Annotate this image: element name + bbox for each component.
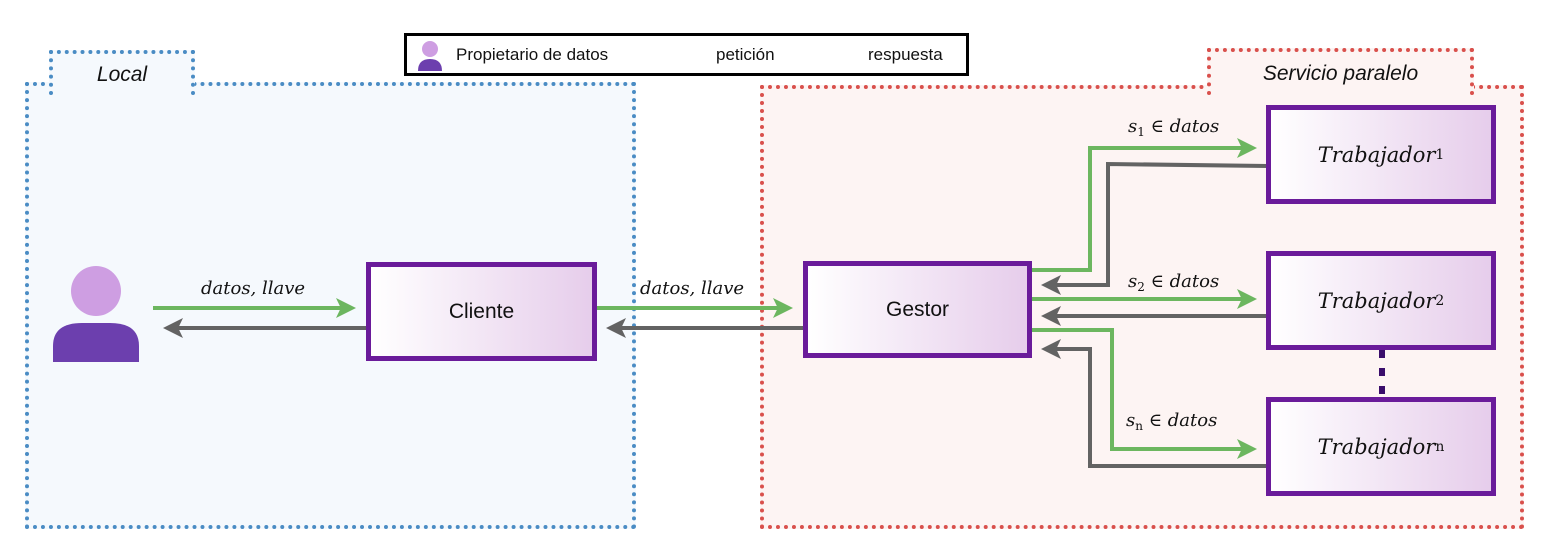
client-node: Cliente (366, 262, 597, 361)
manager-to-workern-request-arrow (1031, 328, 1257, 459)
worker2-edge-label: s2 ∈ datos (1128, 271, 1220, 294)
person-icon (418, 41, 442, 71)
data-owner-icon (53, 266, 139, 362)
worker-n-name: Trabajador (1317, 434, 1436, 459)
workern-to-manager-response-arrow (1041, 339, 1268, 468)
local-region-label: Local (49, 50, 195, 95)
legend-response-label: respuesta (868, 45, 943, 64)
client-manager-edge-label: datos, llave (640, 278, 745, 299)
worker1-to-manager-response-arrow (1041, 161, 1269, 295)
manager-to-worker1-request-arrow (1031, 138, 1257, 272)
worker-1-name: Trabajador (1317, 142, 1436, 167)
worker1-edge-label: s1 ∈ datos (1128, 116, 1220, 139)
manager-node: Gestor (803, 261, 1032, 358)
legend-request-label: petición (716, 45, 775, 64)
worker-1-subscript: 1 (1435, 146, 1445, 163)
owner-client-edge-label: datos, llave (201, 278, 306, 299)
worker-2-subscript: 2 (1435, 292, 1445, 309)
workern-edge-label: sn ∈ datos (1126, 410, 1218, 433)
worker-n-subscript: n (1435, 438, 1445, 455)
parallel-service-label: Servicio paralelo (1207, 48, 1474, 95)
legend-owner-label: Propietario de datos (456, 45, 609, 64)
worker-2-name: Trabajador (1317, 288, 1436, 313)
legend: Propietario de datos petición respuesta (404, 33, 969, 76)
